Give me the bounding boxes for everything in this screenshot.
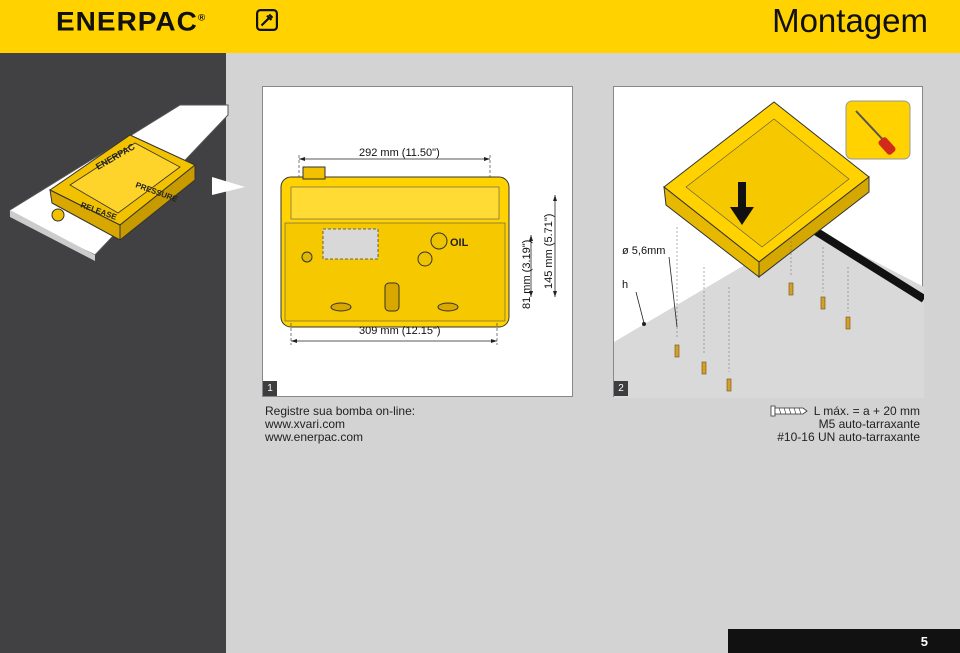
dim-height-small: 81 mm (3.19")	[521, 239, 533, 309]
screw-spec-line-1: L máx. = a + 20 mm	[813, 404, 920, 418]
figure-1-panel: OIL 292 mm (11.50") 309 mm (12.15") 81 m…	[262, 86, 573, 397]
page-number-box: 5	[728, 629, 960, 653]
pump-dimension-drawing: OIL	[280, 155, 557, 345]
header-bar: ENERPAC® Montagem	[0, 0, 960, 53]
screw-spec-line-2: M5 auto-tarraxante	[818, 417, 920, 431]
brand-logo: ENERPAC®	[56, 6, 207, 37]
step-number-2: 2	[614, 381, 628, 396]
page-title: Montagem	[772, 2, 928, 39]
page-number: 5	[920, 634, 928, 649]
hole-diameter-label: ø 5,6mm	[622, 245, 666, 257]
down-arrow-icon	[730, 207, 754, 225]
direction-arrow-icon	[212, 177, 245, 195]
step-number-1: 1	[263, 381, 277, 396]
registration-url-1[interactable]: www.xvari.com	[265, 417, 346, 431]
screw-spec-line-3: #10-16 UN auto-tarraxante	[777, 430, 920, 444]
figure-2-panel: ø 5,6mm h 2	[613, 86, 924, 398]
brand-text: ENERPAC	[56, 6, 198, 37]
dim-width-bottom: 309 mm (12.15")	[359, 325, 441, 337]
screw-icon	[770, 405, 808, 417]
mounting-drawing	[614, 100, 924, 398]
registration-text: Registre sua bomba on-line: www.xvari.co…	[265, 405, 415, 444]
h-label: h	[622, 279, 629, 291]
hand-tool-icon	[256, 9, 278, 31]
pump-on-shelf-illustration: ENERPAC RELEASE PRESSURE	[9, 104, 245, 261]
screw-spec-text: L máx. = a + 20 mm M5 auto-tarraxante #1…	[777, 405, 920, 444]
dim-height-large: 145 mm (5.71")	[543, 213, 555, 289]
registration-line-1: Registre sua bomba on-line:	[265, 404, 416, 418]
registration-url-2[interactable]: www.enerpac.com	[265, 430, 364, 444]
dim-width-top: 292 mm (11.50")	[359, 147, 440, 159]
oil-label: OIL	[450, 237, 469, 249]
